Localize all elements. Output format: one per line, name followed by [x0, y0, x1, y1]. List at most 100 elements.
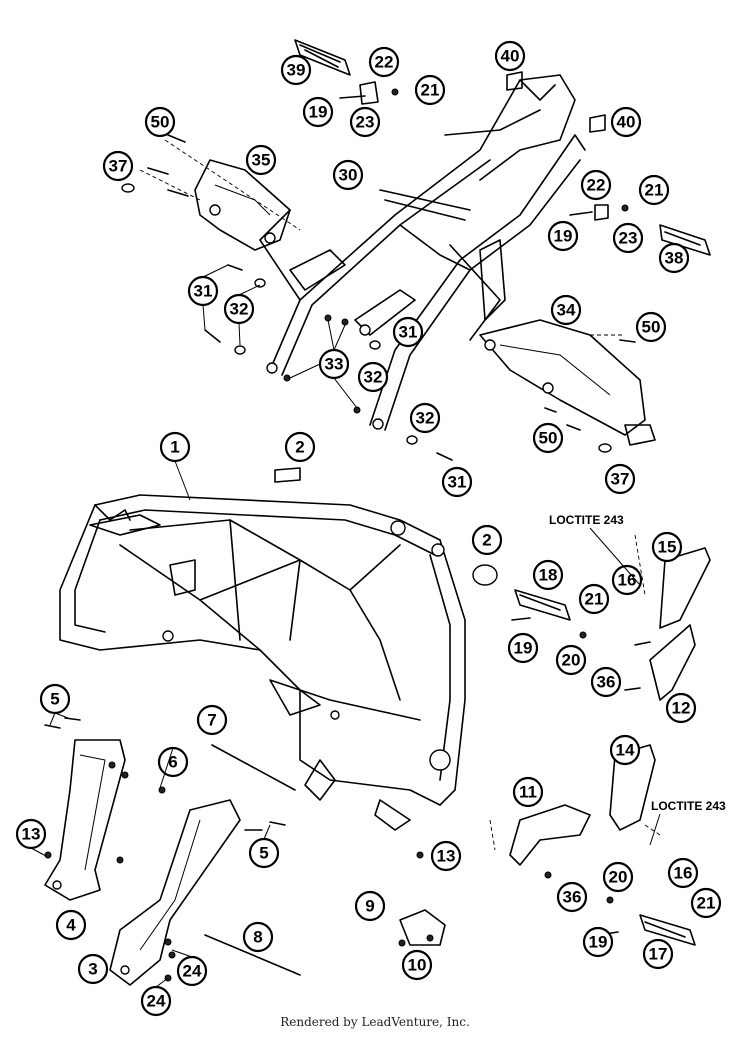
svg-text:6: 6: [168, 753, 177, 772]
footrest-38-drawing: [659, 224, 711, 256]
svg-text:21: 21: [697, 894, 716, 913]
left-engine-brackets-drawing: [44, 739, 241, 986]
callout-21: 21: [638, 174, 670, 206]
callout-16: 16: [667, 857, 699, 889]
main-frame-drawing: [59, 494, 466, 831]
leader-lines: [30, 264, 358, 988]
callout-36: 36: [590, 666, 622, 698]
callout-4: 4: [55, 909, 87, 941]
svg-text:33: 33: [325, 355, 344, 374]
callout-21: 21: [414, 74, 446, 106]
callout-13: 13: [430, 840, 462, 872]
callout-21: 21: [578, 583, 610, 615]
right-footrest-bracket-drawing: [479, 319, 656, 446]
callout-24: 24: [140, 985, 172, 1017]
svg-text:2: 2: [295, 438, 304, 457]
callout-23: 23: [612, 222, 644, 254]
svg-text:50: 50: [539, 429, 558, 448]
callout-20: 20: [555, 644, 587, 676]
svg-text:32: 32: [416, 409, 435, 428]
callout-17: 17: [642, 938, 674, 970]
svg-text:24: 24: [183, 962, 202, 981]
svg-text:39: 39: [287, 61, 306, 80]
svg-text:31: 31: [399, 323, 418, 342]
svg-text:19: 19: [554, 227, 573, 246]
svg-text:12: 12: [672, 699, 691, 718]
footer-credit: Rendered by LeadVenture, Inc.: [280, 1015, 470, 1029]
callout-37: 37: [604, 463, 636, 495]
callout-35: 35: [245, 144, 277, 176]
callout-7: 7: [196, 704, 228, 736]
svg-text:8: 8: [253, 928, 262, 947]
callout-19: 19: [507, 632, 539, 664]
callout-12: 12: [665, 692, 697, 724]
loctite-lower-leader: [649, 813, 661, 846]
svg-text:17: 17: [649, 945, 668, 964]
callout-30: 30: [332, 159, 364, 191]
callout-40: 40: [610, 106, 642, 138]
loctite-note-lower: LOCTITE 243: [651, 799, 726, 813]
svg-text:35: 35: [252, 151, 271, 170]
svg-text:36: 36: [563, 888, 582, 907]
callout-32: 32: [223, 293, 255, 325]
svg-text:32: 32: [364, 368, 383, 387]
callout-31: 31: [187, 275, 219, 307]
callout-32: 32: [409, 402, 441, 434]
callout-36: 36: [556, 881, 588, 913]
svg-text:4: 4: [66, 916, 76, 935]
svg-text:2: 2: [482, 531, 491, 550]
callout-22: 22: [580, 169, 612, 201]
subframe-drawing: [259, 74, 586, 431]
svg-text:14: 14: [616, 741, 635, 760]
callout-11: 11: [512, 776, 544, 808]
svg-text:20: 20: [562, 651, 581, 670]
svg-text:50: 50: [642, 318, 661, 337]
svg-text:37: 37: [109, 157, 128, 176]
callout-34: 34: [550, 294, 582, 326]
callout-31: 31: [441, 466, 473, 498]
svg-text:37: 37: [611, 470, 630, 489]
svg-text:31: 31: [448, 473, 467, 492]
svg-text:21: 21: [645, 181, 664, 200]
callout-2: 2: [284, 431, 316, 463]
svg-text:16: 16: [674, 864, 693, 883]
callout-9: 9: [354, 890, 386, 922]
callout-3: 3: [77, 953, 109, 985]
svg-text:34: 34: [557, 301, 576, 320]
callout-18: 18: [532, 559, 564, 591]
svg-text:1: 1: [170, 438, 179, 457]
svg-text:40: 40: [501, 47, 520, 66]
callout-13: 13: [15, 818, 47, 850]
callout-6: 6: [157, 746, 189, 778]
svg-text:10: 10: [408, 956, 427, 975]
svg-text:5: 5: [259, 844, 268, 863]
svg-text:23: 23: [356, 113, 375, 132]
svg-text:22: 22: [587, 176, 606, 195]
svg-text:31: 31: [194, 282, 213, 301]
left-footrest-bracket-drawing: [139, 139, 301, 251]
callout-50: 50: [532, 422, 564, 454]
svg-text:20: 20: [609, 868, 628, 887]
svg-text:22: 22: [375, 53, 394, 72]
callout-5: 5: [39, 683, 71, 715]
callout-50: 50: [635, 311, 667, 343]
callout-14: 14: [609, 734, 641, 766]
svg-text:15: 15: [658, 538, 677, 557]
callout-33: 33: [318, 348, 350, 380]
svg-text:13: 13: [22, 825, 41, 844]
svg-text:24: 24: [147, 992, 166, 1011]
callout-38: 38: [658, 242, 690, 274]
callout-37: 37: [102, 150, 134, 182]
svg-text:36: 36: [597, 673, 616, 692]
callout-2: 2: [471, 524, 503, 556]
callout-39: 39: [280, 54, 312, 86]
footrest-39-drawing: [294, 39, 351, 76]
callout-21: 21: [690, 887, 722, 919]
svg-text:30: 30: [339, 166, 358, 185]
callout-20: 20: [602, 861, 634, 893]
loctite-note-upper: LOCTITE 243: [549, 513, 624, 527]
callout-10: 10: [401, 949, 433, 981]
callout-1: 1: [159, 431, 191, 463]
svg-text:38: 38: [665, 249, 684, 268]
